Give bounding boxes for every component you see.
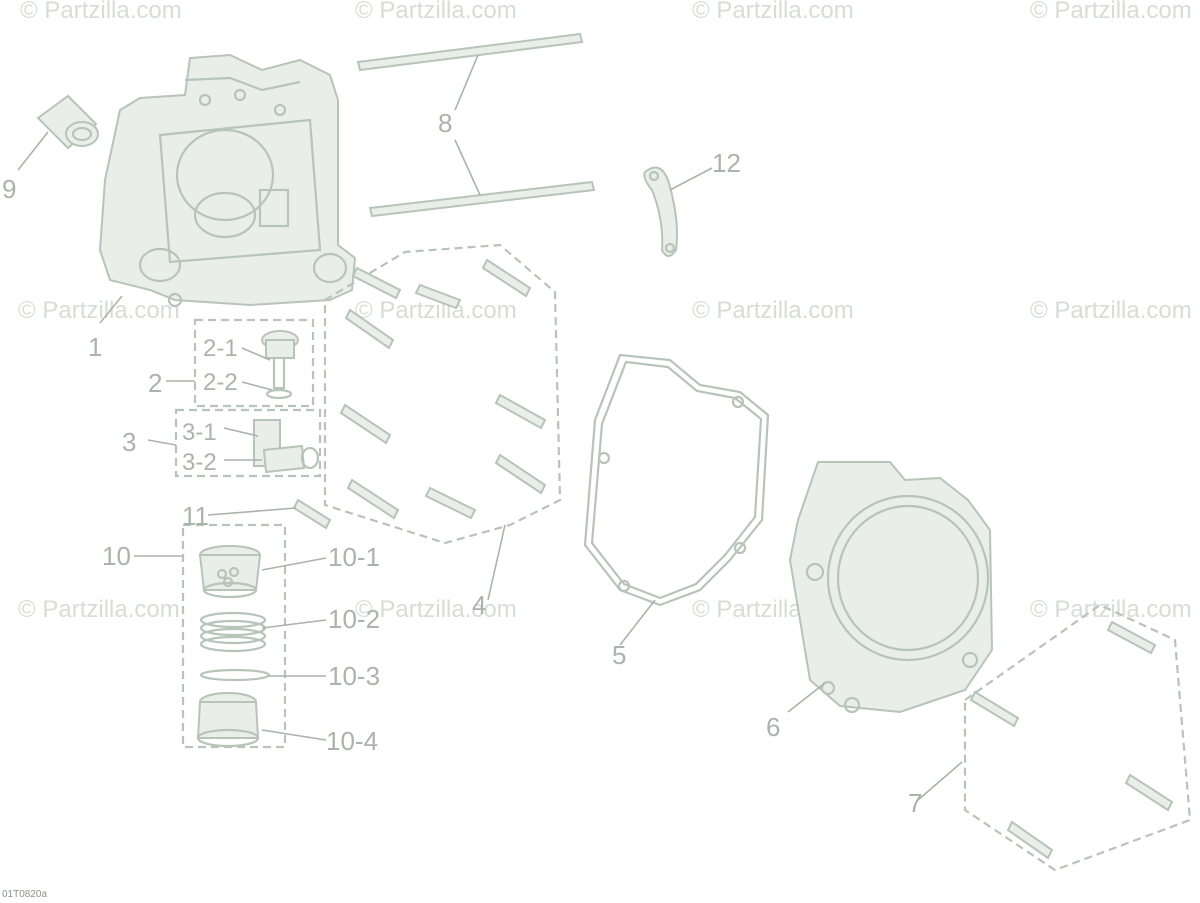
watermark: © Partzilla.com [1030, 297, 1192, 324]
part-5-gasket [583, 353, 770, 607]
watermark: © Partzilla.com [18, 596, 180, 623]
leader-lines [17, 54, 963, 801]
watermark: © Partzilla.com [1030, 0, 1192, 24]
watermark: © Partzilla.com [18, 297, 180, 324]
callout-3-2: 3-2 [182, 449, 217, 476]
part-7-bolt-kit [963, 603, 1192, 872]
callout-11: 11 [182, 501, 209, 531]
watermark: © Partzilla.com [355, 596, 517, 623]
watermark: © Partzilla.com [692, 297, 854, 324]
watermark: © Partzilla.com [355, 0, 517, 24]
callout-4: 4 [472, 590, 486, 620]
callout-10-3: 10-3 [328, 661, 380, 691]
part-3-group [174, 408, 322, 478]
part-8-bolts [356, 32, 596, 218]
watermarks: © Partzilla.com © Partzilla.com © Partzi… [18, 0, 1192, 623]
callout-9: 9 [2, 174, 16, 204]
callout-3-1: 3-1 [182, 419, 217, 446]
part-9-plug [36, 94, 99, 150]
callout-6: 6 [766, 712, 780, 742]
callout-12: 12 [712, 148, 741, 178]
watermark: © Partzilla.com [692, 0, 854, 24]
part-1-crankcase [98, 53, 357, 308]
callout-8: 8 [438, 108, 452, 138]
part-4-bolt-kit [323, 243, 562, 545]
watermark: © Partzilla.com [20, 0, 182, 24]
callout-10-4: 10-4 [326, 726, 378, 756]
callout-2-2: 2-2 [203, 369, 238, 396]
callout-1: 1 [88, 332, 102, 362]
part-6-cover [788, 461, 994, 714]
part-10-group [181, 523, 287, 749]
callout-2: 2 [148, 368, 162, 398]
part-2-group [193, 318, 315, 408]
callout-3: 3 [122, 427, 136, 457]
callout-7: 7 [908, 788, 922, 818]
callout-2-1: 2-1 [203, 335, 238, 362]
callout-10: 10 [102, 541, 131, 571]
callout-5: 5 [612, 640, 626, 670]
part-11-bolt [292, 498, 332, 530]
part-12-clip [643, 166, 678, 257]
drawing-code: 01T0820a [2, 889, 47, 900]
callout-10-2: 10-2 [328, 604, 380, 634]
callout-10-1: 10-1 [328, 542, 380, 572]
callouts: 9 1 2 2-1 2-2 3 3-1 3-2 11 10 10-1 10-2 … [2, 108, 922, 818]
